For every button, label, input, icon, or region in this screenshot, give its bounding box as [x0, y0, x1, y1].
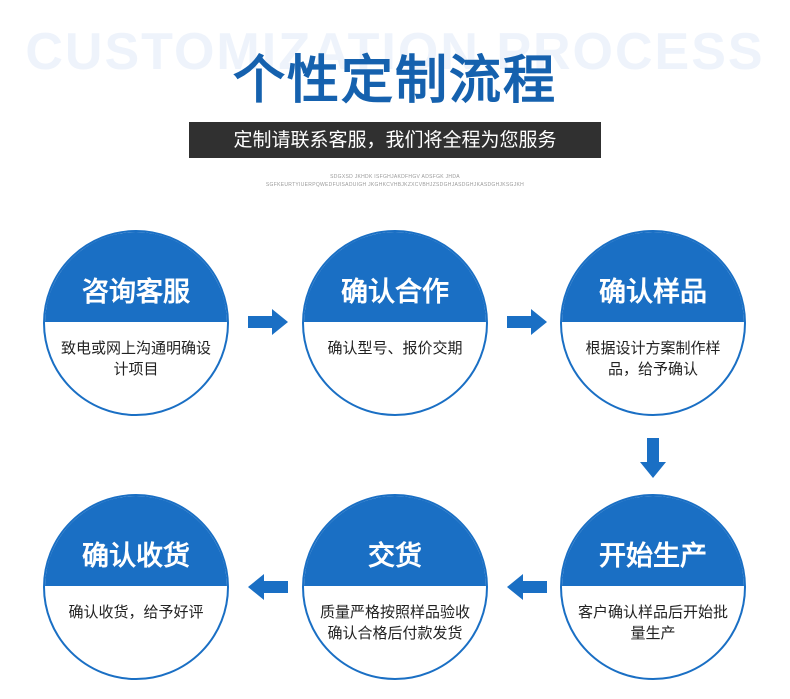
- step-description: 质量严格按照样品验收确认合格后付款发货: [319, 603, 470, 642]
- step-description: 根据设计方案制作样品，给予确认: [585, 339, 721, 378]
- step-description: 确认型号、报价交期: [327, 339, 463, 357]
- arrow-left-icon: [248, 574, 288, 600]
- arrow-right-icon: [248, 309, 288, 335]
- step-confirm-receipt: 确认收货 确认收货，给予好评: [43, 494, 229, 680]
- step-title: 开始生产: [562, 496, 744, 586]
- background-title-text: CUSTOMIZATION PROCESS: [25, 23, 765, 81]
- arrow-down-icon: [640, 438, 666, 478]
- step-title: 确认收货: [45, 496, 227, 586]
- fine-print-line-2: SGFKEURTYIUERPQWEDFUISADUIGH JKGHKCVHBJK…: [265, 182, 525, 188]
- step-consult-service: 咨询客服 致电或网上沟通明确设计项目: [43, 230, 229, 416]
- step-description: 客户确认样品后开始批量生产: [577, 603, 728, 642]
- fine-print-line-1: SDGXSD JKHDK ISFGHJAKDFHGV ADSFGK JHDA: [330, 174, 460, 180]
- arrow-left-icon: [507, 574, 547, 600]
- step-title: 交货: [304, 496, 486, 586]
- page-title: 个性定制流程: [232, 51, 557, 111]
- step-start-production: 开始生产 客户确认样品后开始批量生产: [560, 494, 746, 680]
- arrow-right-icon: [507, 309, 547, 335]
- step-title: 确认合作: [304, 232, 486, 322]
- step-title: 确认样品: [562, 232, 744, 322]
- subtitle-banner: 定制请联系客服，我们将全程为您服务: [189, 122, 601, 158]
- step-description: 致电或网上沟通明确设计项目: [60, 339, 211, 378]
- step-delivery: 交货 质量严格按照样品验收确认合格后付款发货: [302, 494, 488, 680]
- step-confirm-sample: 确认样品 根据设计方案制作样品，给予确认: [560, 230, 746, 416]
- step-confirm-cooperation: 确认合作 确认型号、报价交期: [302, 230, 488, 416]
- step-description: 确认收货，给予好评: [68, 603, 204, 621]
- step-title: 咨询客服: [45, 232, 227, 322]
